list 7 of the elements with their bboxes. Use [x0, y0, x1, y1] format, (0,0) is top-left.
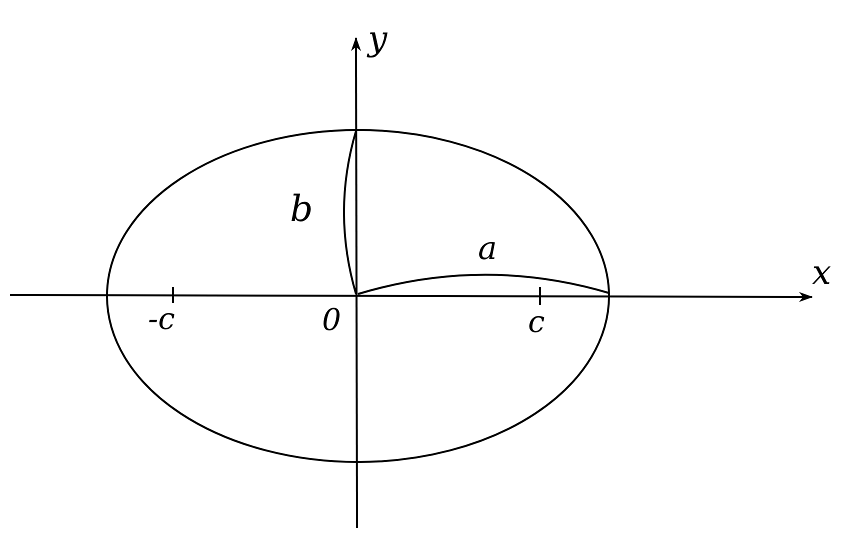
segment-label: a — [478, 232, 498, 264]
point-label: 0 — [322, 306, 342, 336]
point-label: c — [528, 308, 545, 338]
point-label: -c — [148, 305, 175, 335]
axis-label: y — [368, 22, 388, 56]
segment-label: b — [290, 192, 314, 228]
axis-label: x — [812, 256, 832, 290]
